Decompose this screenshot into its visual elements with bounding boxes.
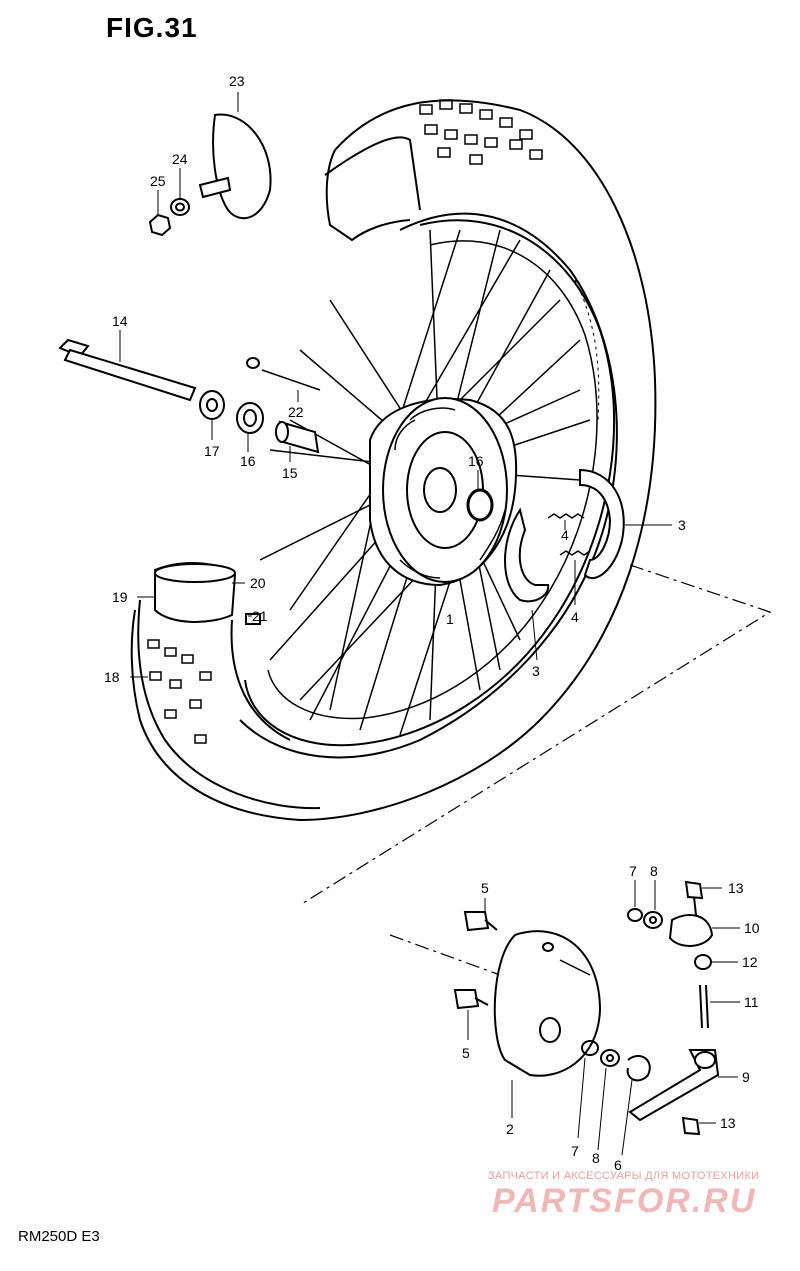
callout-7-lower: 7: [571, 1143, 579, 1159]
callout-3-upper: 3: [678, 517, 686, 533]
cam-lever: [628, 1049, 720, 1122]
callout-21: 21: [252, 608, 268, 624]
watermark-logo: PARTSFOR.RU: [492, 1182, 757, 1220]
callout-13-lower: 13: [720, 1115, 736, 1131]
spoke-nipple: [246, 357, 321, 391]
model-code: RM250D E3: [18, 1228, 100, 1245]
callout-4-lower: 4: [571, 609, 579, 625]
callout-22: 22: [288, 404, 304, 420]
callout-14: 14: [112, 313, 128, 329]
axle-nut: [199, 390, 225, 420]
axle: [58, 338, 197, 402]
assembly-leader: [299, 564, 772, 976]
tube: [154, 562, 237, 623]
stopper-parts: [668, 880, 714, 1136]
bearing: [236, 402, 264, 434]
nut: [148, 213, 172, 237]
callout-20: 20: [250, 575, 266, 591]
brake-panel: [493, 930, 602, 1077]
callout-16-bearing: 16: [240, 453, 256, 469]
callout-5-lower: 5: [462, 1045, 470, 1061]
rim: [244, 219, 616, 747]
callout-13-upper: 13: [728, 880, 744, 896]
brake-panel-bolts: [453, 911, 498, 1010]
callout-15: 15: [282, 465, 298, 481]
valve-nut: [245, 613, 261, 625]
callout-19: 19: [112, 589, 128, 605]
callout-12: 12: [742, 954, 758, 970]
watermark-tagline: ЗАПЧАСТИ И АКСЕССУАРЫ ДЛЯ МОТОТЕХНИКИ: [488, 1170, 760, 1182]
callout-2: 2: [506, 1121, 514, 1137]
callout-11: 11: [744, 994, 759, 1010]
tire: [130, 99, 657, 822]
leader-lines: [119, 92, 740, 1156]
callout-7-upper: 7: [629, 863, 637, 879]
hub: [369, 397, 518, 587]
spacer: [275, 420, 320, 454]
callout-1: 1: [446, 611, 454, 627]
callout-25: 25: [150, 173, 166, 189]
callout-17: 17: [204, 443, 220, 459]
callout-23: 23: [229, 73, 245, 89]
brake-shoe-upper: [579, 468, 625, 580]
callout-16-hub: 16: [468, 453, 484, 469]
washer: [170, 198, 190, 216]
cam-washers: [581, 908, 663, 1082]
figure-title: FIG.31: [106, 12, 198, 43]
callout-labels: 23 24 25 14 22 17 16 15 16 3 4 4 3 1 19 …: [104, 73, 760, 1173]
callout-5-upper: 5: [481, 880, 489, 896]
callout-8-upper: 8: [650, 863, 658, 879]
tire-section: [137, 599, 321, 810]
callout-10: 10: [744, 920, 760, 936]
callout-9: 9: [742, 1069, 750, 1085]
callout-3-lower: 3: [532, 663, 540, 679]
callout-8-lower: 8: [592, 1150, 600, 1166]
callout-6: 6: [614, 1157, 622, 1173]
rim-lock: [198, 113, 272, 220]
callout-18: 18: [104, 669, 120, 685]
callout-24: 24: [172, 151, 188, 167]
brake-shoe-lower: [504, 507, 550, 603]
brake-springs: [547, 513, 591, 556]
callout-4-upper: 4: [561, 527, 569, 543]
